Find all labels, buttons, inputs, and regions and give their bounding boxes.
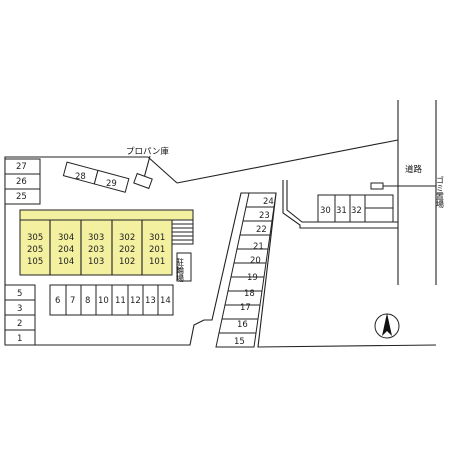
parking-space-14: 14	[160, 296, 171, 306]
parking-space-24: 24	[263, 197, 274, 207]
parking-space-20: 20	[250, 256, 261, 266]
unit-101: 101	[149, 257, 165, 267]
parking-space-15: 15	[234, 337, 245, 347]
unit-103: 103	[88, 257, 104, 267]
parking-space-27: 27	[16, 162, 27, 172]
apartment-building: 305 205 105 304 204 104 303 203 103 302 …	[19, 209, 194, 276]
unit-305: 305	[27, 233, 43, 243]
parking-space-21: 21	[253, 242, 264, 252]
stairs-icon	[171, 219, 194, 245]
unit-105: 105	[27, 257, 43, 267]
parking-space-29: 29	[106, 179, 117, 189]
parking-top-pair: 28 29	[62, 161, 130, 193]
parking-space-11: 11	[115, 296, 126, 306]
unit-column-3: 303 203 103	[88, 233, 104, 267]
unit-301: 301	[149, 233, 165, 243]
parking-space-8: 8	[85, 296, 90, 306]
parking-space-3: 3	[17, 304, 22, 314]
bicycle-parking: 駐輪場	[176, 252, 192, 283]
unit-201: 201	[149, 245, 165, 255]
unit-203: 203	[88, 245, 104, 255]
road-label: 道路	[405, 164, 423, 175]
parking-space-13: 13	[145, 296, 156, 306]
garbage-label: ゴミ置場	[436, 175, 445, 209]
propane-storage: プロパン庫	[126, 146, 169, 190]
parking-space-26: 26	[16, 177, 27, 187]
parking-space-32: 32	[351, 206, 362, 216]
unit-205: 205	[27, 245, 43, 255]
parking-space-2: 2	[17, 319, 22, 329]
unit-column-1: 305 205 105	[27, 233, 43, 267]
parking-space-31: 31	[336, 206, 347, 216]
parking-space-16: 16	[237, 320, 248, 330]
unit-102: 102	[119, 257, 135, 267]
parking-space-6: 6	[55, 296, 60, 306]
parking-left-top: 27 26 25	[4, 158, 41, 205]
parking-space-1: 1	[17, 334, 22, 344]
unit-104: 104	[58, 257, 74, 267]
unit-column-2: 304 204 104	[58, 233, 74, 267]
parking-diagonal: 24 23 22 21 20 19 18 17 16 15	[215, 192, 277, 348]
unit-303: 303	[88, 233, 104, 243]
north-arrow-icon	[374, 313, 400, 339]
unit-column-4: 302 202 102	[119, 233, 135, 267]
parking-space-18: 18	[244, 289, 255, 299]
unit-204: 204	[58, 245, 74, 255]
parking-space-28: 28	[75, 172, 86, 182]
unit-202: 202	[119, 245, 135, 255]
bicycle-label: 駐輪場	[176, 257, 185, 283]
parking-space-12: 12	[130, 296, 141, 306]
road: 道路	[397, 100, 437, 285]
parking-left-bottom: 5 3 2 1	[4, 284, 36, 346]
parking-space-17: 17	[240, 303, 251, 313]
parking-space-30: 30	[320, 206, 331, 216]
parking-bottom-row: 6 7 8 10 11 12 13 14	[49, 284, 174, 316]
parking-space-7: 7	[70, 296, 75, 306]
parking-space-5: 5	[17, 289, 22, 299]
unit-302: 302	[119, 233, 135, 243]
garbage-station: ゴミ置場	[370, 175, 445, 209]
parking-space-19: 19	[247, 273, 258, 283]
parking-space-25: 25	[16, 192, 27, 202]
parking-space-22: 22	[256, 225, 267, 235]
parking-space-10: 10	[98, 296, 109, 306]
propane-label: プロパン庫	[126, 146, 169, 157]
unit-column-5: 301 201 101	[149, 233, 165, 267]
parking-right: 30 31 32	[317, 194, 394, 223]
unit-304: 304	[58, 233, 74, 243]
parking-space-23: 23	[259, 211, 270, 221]
